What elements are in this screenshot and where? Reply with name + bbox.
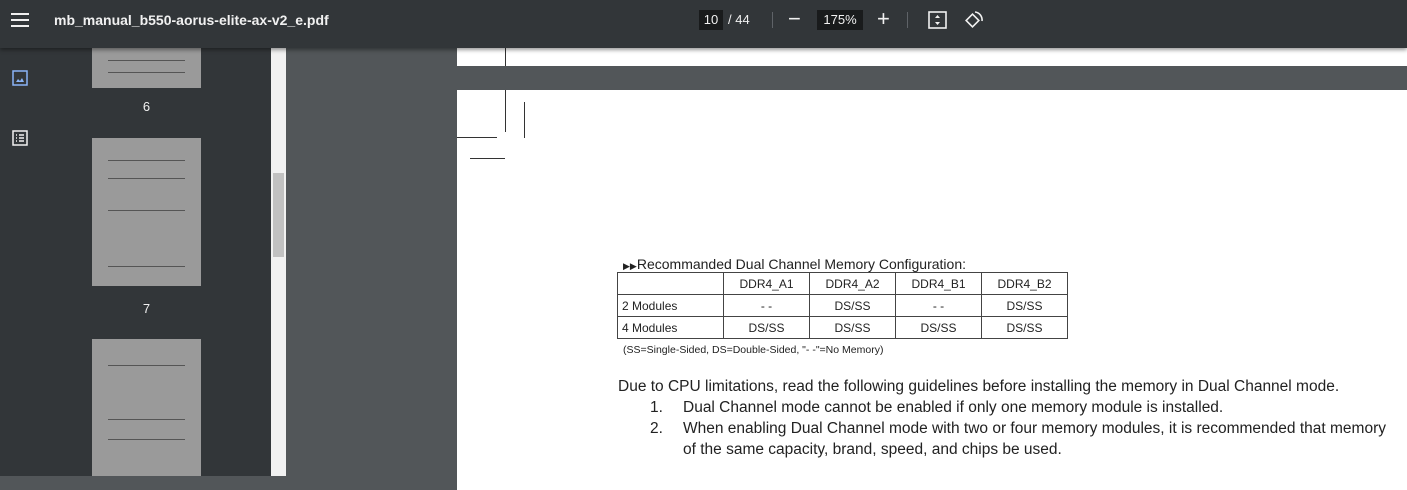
fit-page-icon[interactable] xyxy=(928,11,947,29)
table-row: 2 Modules- -DS/SS- -DS/SS xyxy=(617,294,1068,317)
list-item-continued: of the same capacity, brand, speed, and … xyxy=(683,441,1062,458)
thumbnail-page-8[interactable] xyxy=(92,339,201,476)
zoom-out-button[interactable]: − xyxy=(788,6,801,31)
rotate-icon[interactable] xyxy=(963,9,985,31)
page-total: / 44 xyxy=(728,12,750,27)
thumbnail-label: 6 xyxy=(142,99,151,114)
outline-icon[interactable] xyxy=(12,130,28,146)
table-heading: ▶▶Recommanded Dual Channel Memory Config… xyxy=(623,256,967,272)
thumbnail-panel: 6 7 xyxy=(40,48,271,476)
divider xyxy=(907,12,908,28)
thumbnail-label: 7 xyxy=(142,301,151,316)
zoom-input[interactable]: 175% xyxy=(817,10,863,30)
menu-icon[interactable] xyxy=(11,13,29,27)
sidebar-tabs xyxy=(0,48,40,476)
list-number: 1. xyxy=(650,399,663,416)
list-item: When enabling Dual Channel mode with two… xyxy=(683,420,1386,437)
thumbnails-icon[interactable] xyxy=(12,70,28,86)
thumbnail-page-7[interactable] xyxy=(92,138,201,286)
list-item: Dual Channel mode cannot be enabled if o… xyxy=(683,399,1224,416)
pdf-page-10: ▶▶Recommanded Dual Channel Memory Config… xyxy=(457,90,1407,490)
list-number: 2. xyxy=(650,420,663,437)
thumbnail-page-6[interactable] xyxy=(92,48,201,88)
toolbar: mb_manual_b550-aorus-elite-ax-v2_e.pdf 1… xyxy=(0,0,1407,48)
guideline-intro: Due to CPU limitations, read the followi… xyxy=(618,378,1340,395)
document-title: mb_manual_b550-aorus-elite-ax-v2_e.pdf xyxy=(54,12,329,28)
page-number-input[interactable]: 10 xyxy=(699,10,723,30)
zoom-in-button[interactable]: + xyxy=(877,6,890,31)
divider xyxy=(772,12,773,28)
scrollbar-thumb[interactable] xyxy=(273,173,284,257)
table-note: (SS=Single-Sided, DS=Double-Sided, "- -"… xyxy=(623,344,884,356)
sidebar-scrollbar[interactable] xyxy=(271,48,286,476)
